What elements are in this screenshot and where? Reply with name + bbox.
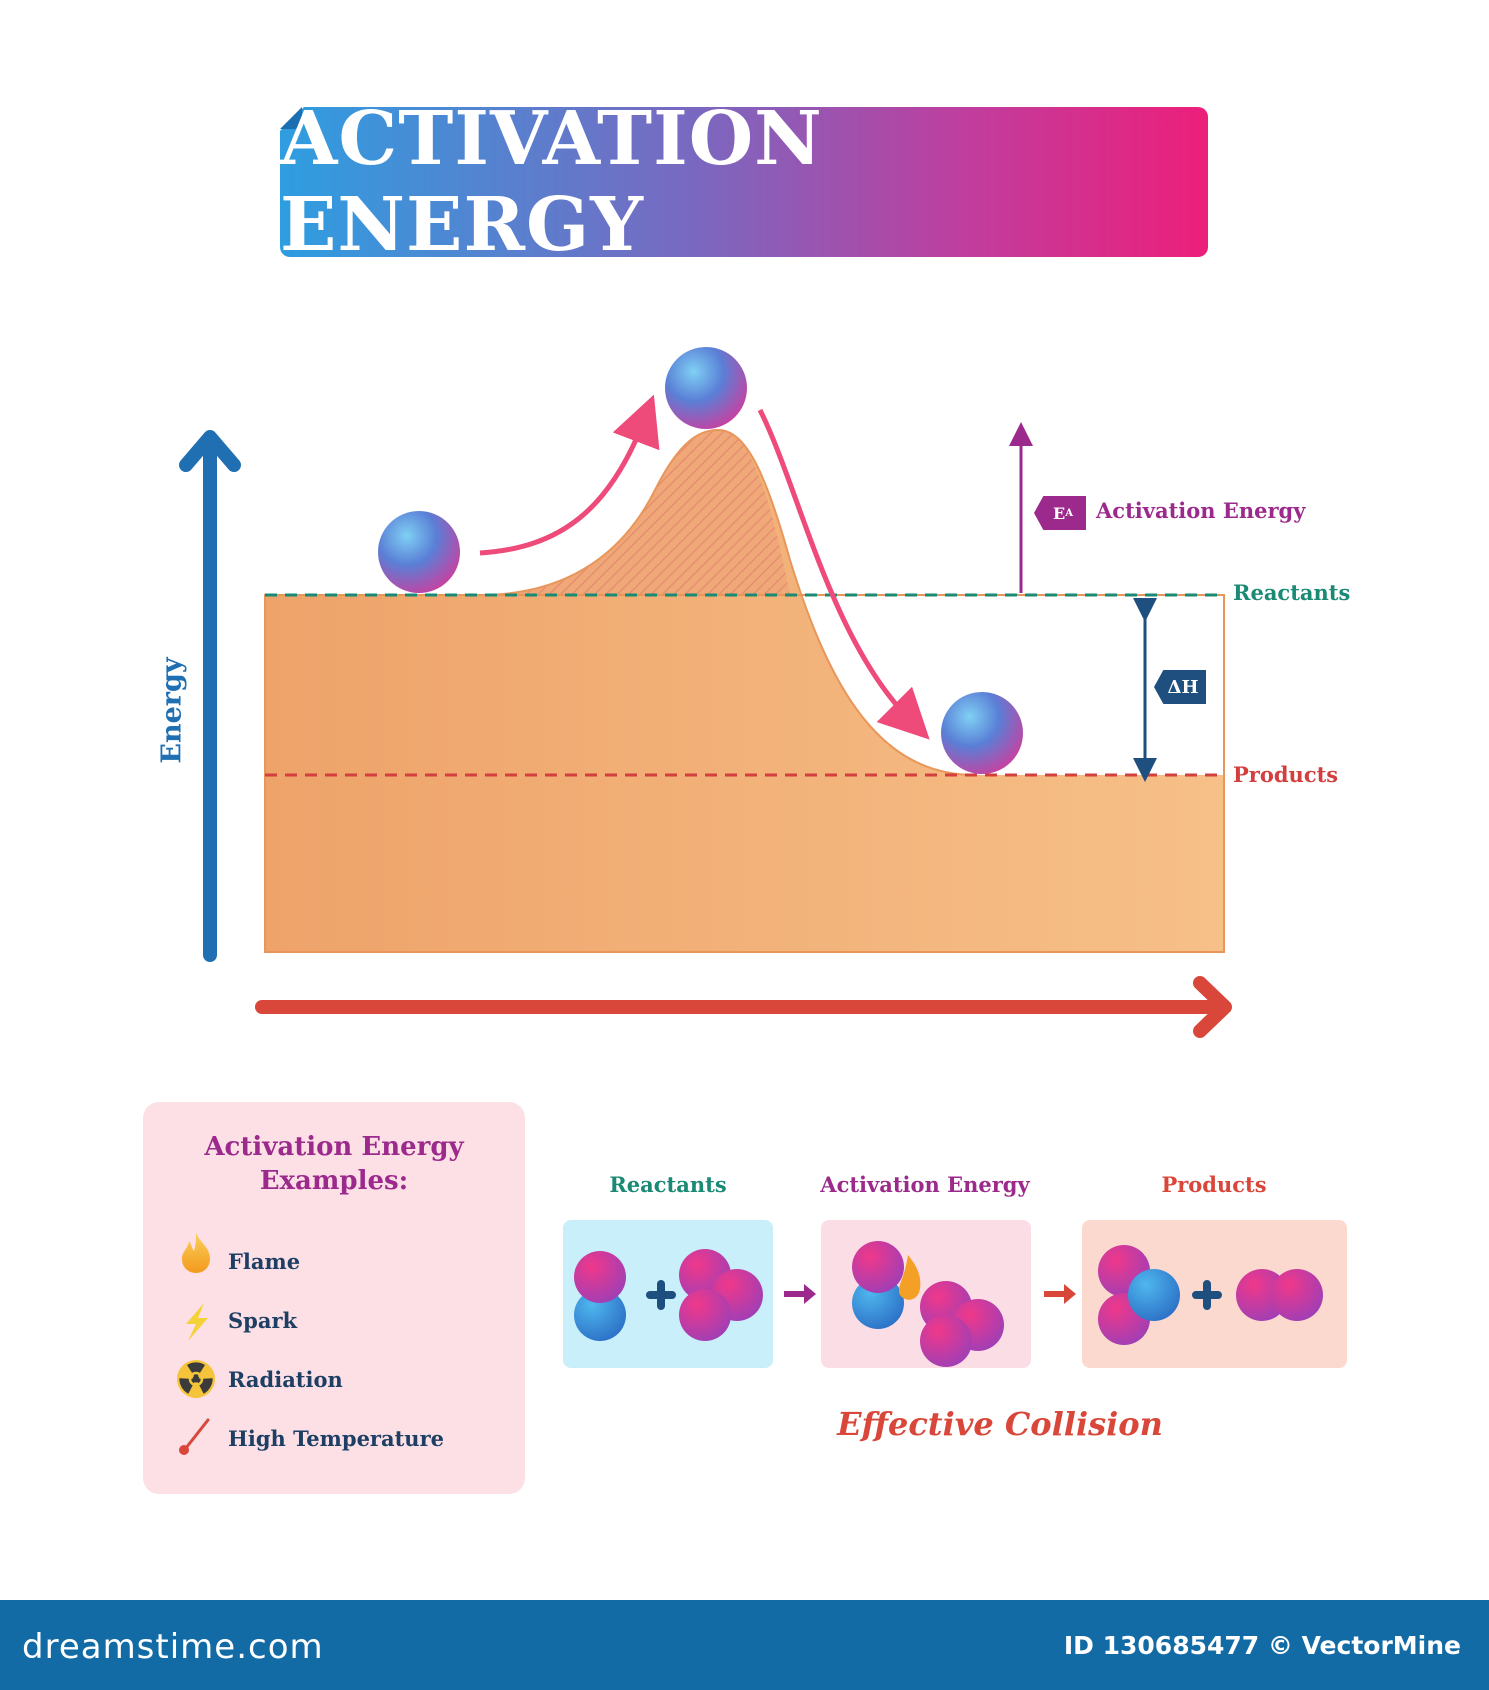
reactant-ball — [378, 511, 460, 593]
effective-collision-caption: Effective Collision — [837, 1405, 1163, 1443]
rising-arrow — [479, 394, 660, 556]
footer-bar — [0, 1600, 1489, 1690]
products-label: Products — [1233, 762, 1339, 787]
flame-icon — [182, 1233, 210, 1273]
examples-box — [143, 1102, 525, 1494]
radiation-icon — [177, 1360, 215, 1398]
transition-ball — [665, 347, 747, 429]
product-ball — [941, 692, 1023, 774]
title-banner — [280, 107, 1208, 257]
panel-title-activation: Activation Energy — [820, 1172, 1030, 1197]
collision-illustration — [563, 1220, 1347, 1368]
example-high-temperature: High Temperature — [228, 1426, 444, 1451]
example-radiation: Radiation — [228, 1367, 343, 1392]
activation-energy-label: Activation Energy — [1096, 498, 1306, 523]
energy-diagram — [179, 347, 1232, 1038]
example-flame: Flame — [228, 1249, 301, 1274]
footer-brand[interactable]: dreamstime.com — [22, 1627, 324, 1667]
page-title: ACTIVATION ENERGY — [280, 96, 823, 268]
panel-title-products: Products — [1161, 1172, 1267, 1197]
footer-image-id: ID 130685477 © VectorMine — [1063, 1631, 1461, 1660]
falling-arrow — [757, 408, 930, 740]
delta-h-badge: ΔH — [1154, 670, 1206, 704]
reactants-label: Reactants — [1233, 580, 1351, 605]
energy-area — [265, 430, 1224, 952]
panel-title-reactants: Reactants — [609, 1172, 727, 1197]
examples-title: Activation Energy Examples: — [204, 1132, 464, 1196]
thermometer-icon — [179, 1417, 211, 1455]
lightning-icon — [186, 1303, 208, 1341]
energy-axis-label: Energy — [156, 656, 188, 764]
activation-hump — [480, 430, 790, 595]
example-spark: Spark — [228, 1308, 298, 1333]
